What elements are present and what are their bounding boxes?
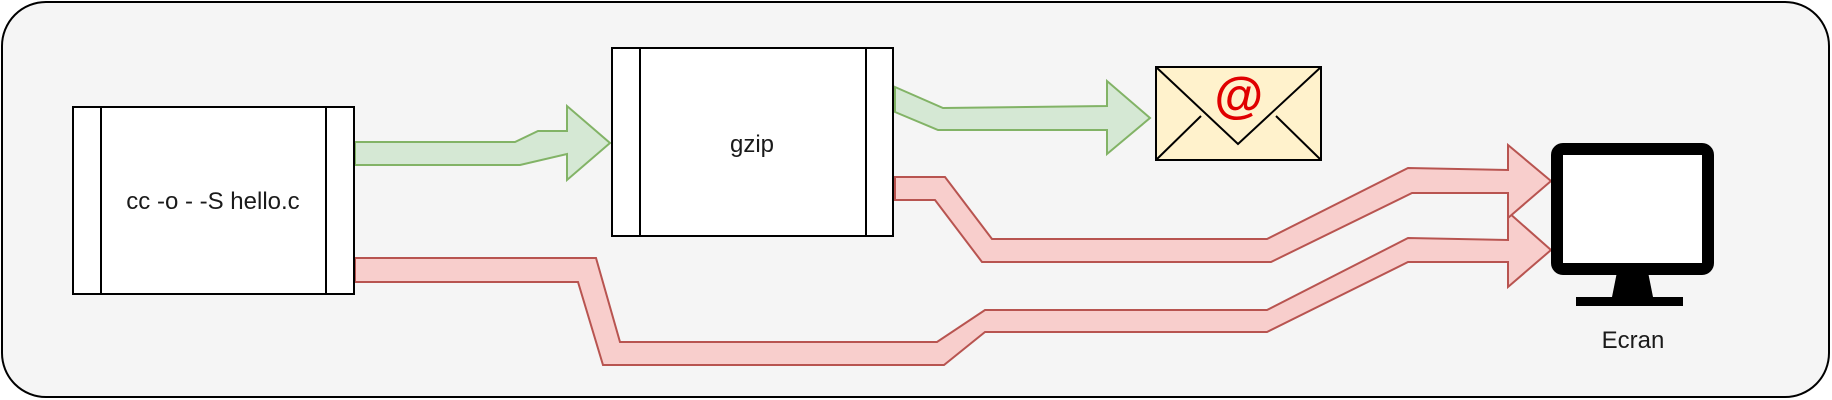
at-sign-icon: @ xyxy=(1214,68,1263,124)
envelope-icon: @ xyxy=(1155,66,1322,161)
arrow-gzip-to-screen xyxy=(894,142,1553,263)
process-gzip-label: gzip xyxy=(730,131,774,158)
monitor-icon xyxy=(1551,143,1714,306)
process-compiler: cc -o - -S hello.c xyxy=(72,106,355,295)
arrow-compiler-to-gzip xyxy=(354,103,612,183)
process-compiler-label: cc -o - -S hello.c xyxy=(126,188,299,215)
screen-label: Ecran xyxy=(1602,327,1665,354)
arrow-gzip-to-mail xyxy=(894,78,1152,157)
arrow-compiler-to-screen xyxy=(354,209,1553,366)
process-gzip: gzip xyxy=(611,47,894,237)
